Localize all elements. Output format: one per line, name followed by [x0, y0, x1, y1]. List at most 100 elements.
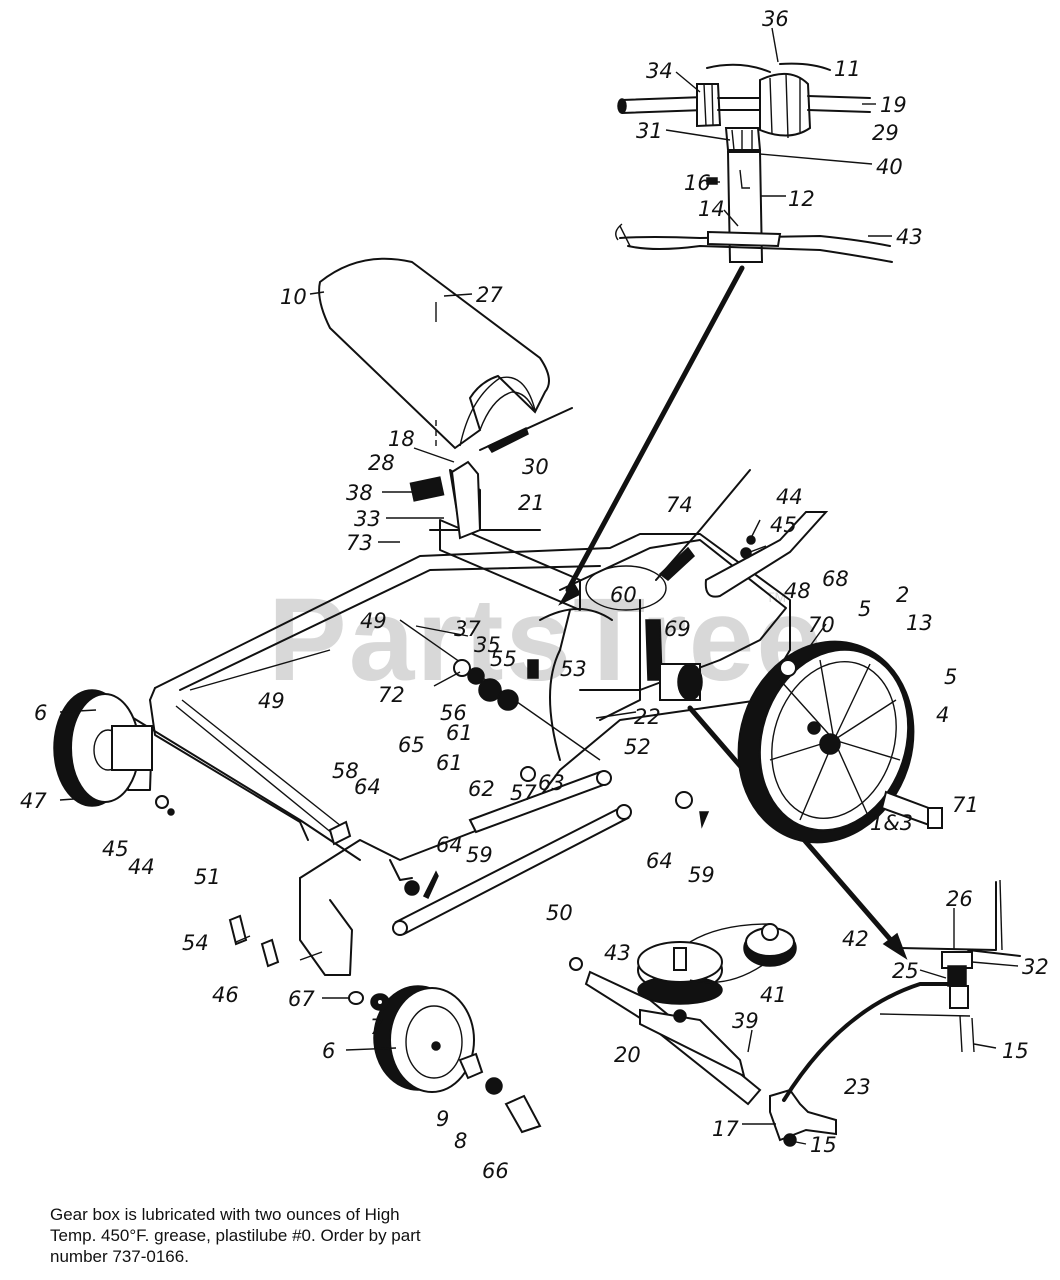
callout-45a: 45: [770, 513, 797, 537]
callout-68: 68: [822, 567, 849, 591]
lift-bars: [392, 770, 632, 936]
callout-11: 11: [834, 57, 861, 81]
callout-18: 18: [388, 427, 415, 451]
callout-57: 57: [510, 781, 537, 805]
callout-74: 74: [666, 493, 693, 517]
callout-31: 31: [636, 119, 663, 143]
callout-32: 32: [1022, 955, 1049, 979]
note-line-1: Gear box is lubricated with two ounces o…: [50, 1205, 400, 1224]
upper-bracket: [409, 460, 482, 540]
callout-63: 63: [538, 771, 565, 795]
callout-48: 48: [784, 579, 811, 603]
callout-4: 4: [936, 703, 949, 727]
callout-37: 37: [454, 617, 481, 641]
callout-41: 41: [760, 983, 787, 1007]
callout-35: 35: [474, 633, 501, 657]
callout-labels: 36 34 11 19 31 29 40 16 12 14 43 10 27 1…: [20, 7, 1049, 1183]
callout-47: 47: [20, 789, 47, 813]
callout-29: 29: [872, 121, 899, 145]
callout-64a: 64: [354, 775, 381, 799]
callout-64c: 64: [646, 849, 673, 873]
callout-72: 72: [378, 683, 405, 707]
callout-21: 21: [518, 491, 545, 515]
callout-22: 22: [634, 705, 661, 729]
callout-73: 73: [346, 531, 373, 555]
callout-60: 60: [610, 583, 637, 607]
callout-52: 52: [624, 735, 651, 759]
callout-56: 56: [440, 701, 467, 725]
callout-69: 69: [664, 617, 691, 641]
callout-40: 40: [876, 155, 903, 179]
bolts-54: [228, 914, 280, 968]
callout-38: 38: [346, 481, 373, 505]
leader-lines: [59, 27, 1019, 1145]
note-line-3: number 737-0166.: [50, 1247, 189, 1266]
callout-49a: 49: [360, 609, 387, 633]
callout-44a: 44: [776, 485, 803, 509]
callout-71: 71: [952, 793, 979, 817]
note-line-2: Temp. 450°F. grease, plastilube #0. Orde…: [50, 1226, 421, 1245]
callout-61b: 61: [436, 751, 463, 775]
callout-65: 65: [398, 733, 425, 757]
callout-1and3: 1&3: [870, 811, 913, 835]
callout-61a: 61: [446, 721, 473, 745]
callout-5a: 5: [858, 597, 871, 621]
callout-30: 30: [522, 455, 549, 479]
callout-6b: 6: [322, 1039, 335, 1063]
wheel-left-front: [53, 689, 175, 816]
callout-51: 51: [194, 865, 221, 889]
callout-13: 13: [906, 611, 933, 635]
wheel-lower: [348, 985, 542, 1134]
callout-49b: 49: [258, 689, 285, 713]
rear-wheel: [737, 640, 943, 844]
callout-15b: 15: [810, 1133, 837, 1157]
callout-2: 2: [896, 583, 909, 607]
callout-17: 17: [712, 1117, 739, 1141]
height-lever: [704, 511, 829, 598]
callout-9: 9: [436, 1107, 449, 1131]
callout-33: 33: [354, 507, 381, 531]
callout-16: 16: [684, 171, 711, 195]
callout-25: 25: [892, 959, 919, 983]
callout-43a: 43: [896, 225, 923, 249]
callout-7: 7: [370, 1015, 384, 1039]
callout-34: 34: [646, 59, 673, 83]
callout-10: 10: [280, 285, 307, 309]
callout-50: 50: [546, 901, 573, 925]
callout-39: 39: [732, 1009, 759, 1033]
belt-cover: [318, 257, 550, 450]
callout-36: 36: [762, 7, 789, 31]
callout-14: 14: [698, 197, 725, 221]
gearbox-assembly: [615, 62, 893, 263]
callout-19: 19: [880, 93, 907, 117]
callout-46: 46: [212, 983, 239, 1007]
callout-58: 58: [332, 759, 359, 783]
callout-44b: 44: [128, 855, 155, 879]
callout-26: 26: [946, 887, 973, 911]
callout-62: 62: [468, 777, 495, 801]
callout-59b: 59: [688, 863, 715, 887]
callout-67: 67: [288, 987, 315, 1011]
callout-43b: 43: [604, 941, 631, 965]
callout-27: 27: [476, 283, 503, 307]
axle-parts: [328, 659, 797, 900]
callout-8: 8: [454, 1129, 467, 1153]
callout-23: 23: [844, 1075, 871, 1099]
callout-15a: 15: [1002, 1039, 1029, 1063]
watermark-text: PartsTree: [268, 574, 824, 706]
callout-59a: 59: [466, 843, 493, 867]
callout-5b: 5: [944, 665, 957, 689]
callout-42: 42: [842, 927, 869, 951]
cables: [479, 407, 751, 761]
callout-54: 54: [182, 931, 209, 955]
callout-28: 28: [368, 451, 395, 475]
callout-70: 70: [808, 613, 835, 637]
callout-55: 55: [490, 647, 517, 671]
callout-53: 53: [560, 657, 587, 681]
callout-66: 66: [482, 1159, 509, 1183]
shaft-detail: [879, 879, 1021, 1053]
lubrication-note: Gear box is lubricated with two ounces o…: [50, 1204, 550, 1267]
callout-45b: 45: [102, 837, 129, 861]
blade-assembly: [569, 923, 958, 1147]
